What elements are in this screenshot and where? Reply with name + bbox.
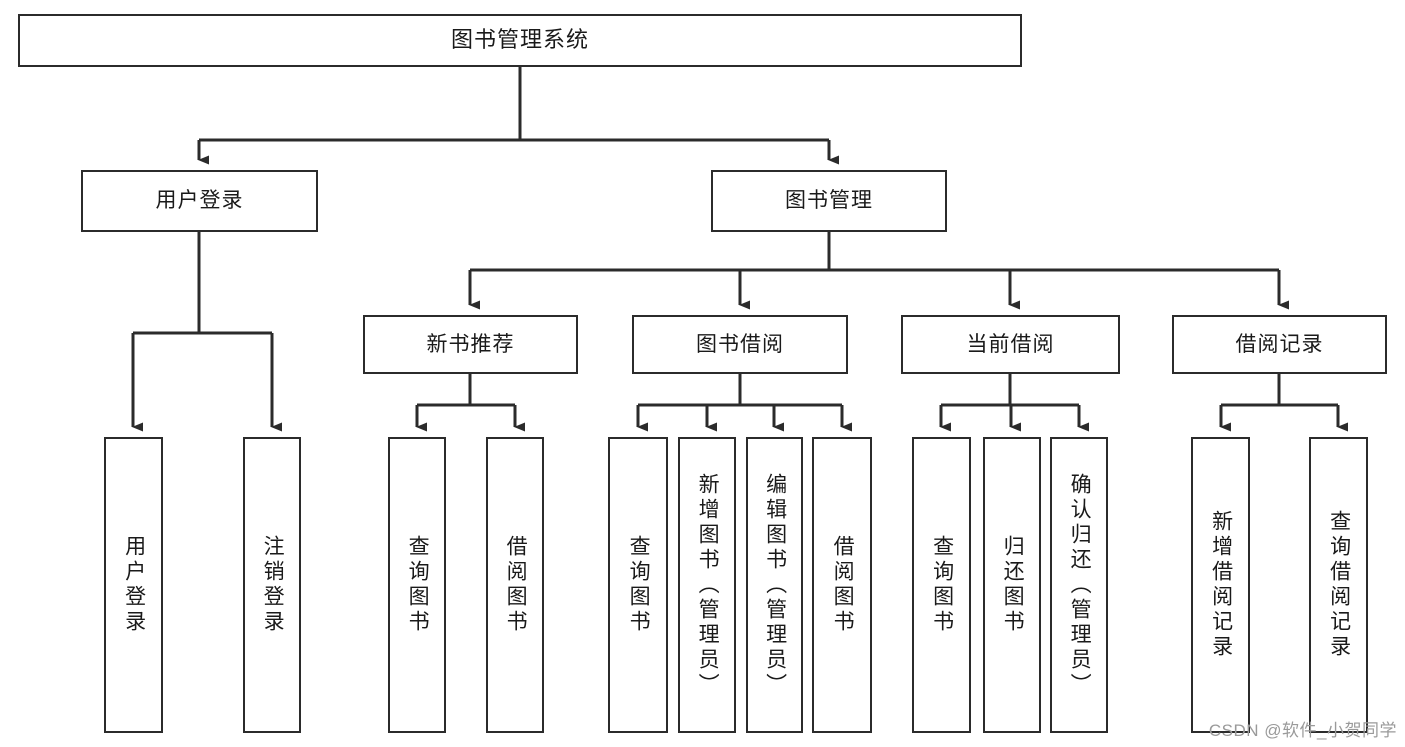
node-leaf-add-record[interactable]: 新增借阅记录 (1191, 437, 1250, 733)
node-current-borrow-label: 当前借阅 (966, 332, 1055, 356)
node-leaf-add-record-label: 新增借阅记录 (1209, 510, 1233, 660)
node-leaf-logout[interactable]: 注销登录 (243, 437, 301, 733)
node-leaf-query-book-3[interactable]: 查询图书 (912, 437, 971, 733)
node-leaf-borrow-book-1[interactable]: 借阅图书 (486, 437, 544, 733)
node-leaf-borrow-book-2[interactable]: 借阅图书 (812, 437, 872, 733)
node-leaf-query-book-1[interactable]: 查询图书 (388, 437, 446, 733)
node-leaf-query-book-3-label: 查询图书 (930, 535, 954, 635)
node-leaf-query-book-1-label: 查询图书 (406, 535, 430, 635)
node-leaf-edit-book[interactable]: 编辑图书（管理员） (746, 437, 803, 733)
node-book-borrow-label: 图书借阅 (696, 332, 784, 356)
node-new-book-rec-label: 新书推荐 (426, 332, 515, 356)
node-leaf-return-book-label: 归还图书 (1001, 535, 1025, 635)
node-book-manage[interactable]: 图书管理 (711, 170, 947, 232)
node-leaf-query-record-label: 查询借阅记录 (1327, 510, 1351, 660)
csdn-watermark: CSDN @软件_小贺同学 (1208, 721, 1397, 740)
node-root-label: 图书管理系统 (450, 27, 589, 53)
node-leaf-query-record[interactable]: 查询借阅记录 (1309, 437, 1368, 733)
node-root[interactable]: 图书管理系统 (18, 14, 1022, 67)
node-new-book-rec[interactable]: 新书推荐 (363, 315, 578, 374)
node-leaf-edit-book-label: 编辑图书（管理员） (763, 472, 787, 698)
node-user-login-label: 用户登录 (155, 189, 244, 213)
node-leaf-return-book[interactable]: 归还图书 (983, 437, 1041, 733)
node-leaf-query-book-2[interactable]: 查询图书 (608, 437, 668, 733)
node-leaf-borrow-book-2-label: 借阅图书 (831, 535, 855, 635)
node-borrow-record[interactable]: 借阅记录 (1172, 315, 1387, 374)
node-leaf-add-book-label: 新增图书（管理员） (696, 472, 720, 698)
node-book-borrow[interactable]: 图书借阅 (632, 315, 848, 374)
node-leaf-logout-label: 注销登录 (261, 535, 285, 635)
node-book-manage-label: 图书管理 (785, 189, 873, 213)
node-leaf-borrow-book-1-label: 借阅图书 (504, 535, 528, 635)
node-leaf-confirm-return-label: 确认归还（管理员） (1068, 472, 1092, 698)
node-current-borrow[interactable]: 当前借阅 (901, 315, 1120, 374)
node-leaf-add-book[interactable]: 新增图书（管理员） (678, 437, 736, 733)
node-leaf-user-login[interactable]: 用户登录 (104, 437, 163, 733)
node-borrow-record-label: 借阅记录 (1235, 332, 1324, 356)
node-leaf-user-login-label: 用户登录 (122, 535, 146, 635)
node-user-login[interactable]: 用户登录 (81, 170, 318, 232)
node-leaf-query-book-2-label: 查询图书 (627, 535, 651, 635)
node-leaf-confirm-return[interactable]: 确认归还（管理员） (1050, 437, 1108, 733)
